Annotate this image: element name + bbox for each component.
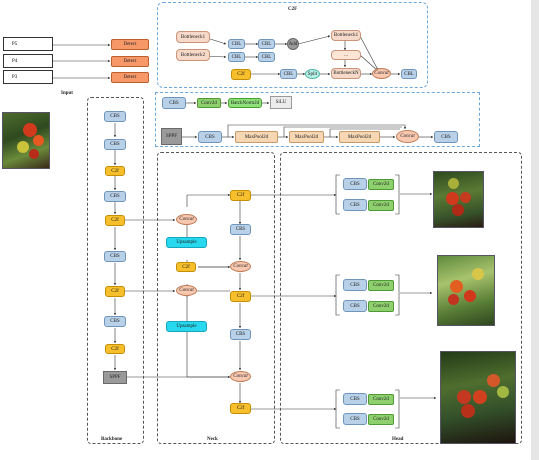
c2f-cbl-3: CBL bbox=[228, 52, 245, 62]
legend-maxpool-2: MaxPool2d bbox=[289, 131, 324, 143]
neck-c2f-left: C2f bbox=[176, 262, 196, 272]
legend-maxpool-1: MaxPool2d bbox=[235, 131, 278, 143]
detect-p4: Detect bbox=[111, 56, 149, 67]
backbone-c2f-4: C2f bbox=[105, 344, 125, 354]
c2f-split: Split bbox=[305, 69, 320, 79]
backbone-c2f-2: C2f bbox=[105, 215, 125, 226]
legend-sppf: SPPF bbox=[161, 128, 182, 145]
backbone-cbs-5: CBS bbox=[104, 316, 126, 327]
tomato-photo-output-3 bbox=[440, 351, 516, 444]
neck-cbs-1: CBS bbox=[230, 224, 251, 235]
legend-cbs: CBS bbox=[162, 97, 186, 109]
backbone-cbs-4: CBS bbox=[104, 251, 126, 262]
backbone-c2f-1: C2f bbox=[105, 166, 125, 176]
neck-concat-4: Concat bbox=[230, 371, 251, 382]
detect-p5: Detect bbox=[111, 39, 149, 50]
head3-conv-a: Conv2d bbox=[368, 394, 394, 405]
head1-conv-b: Conv2d bbox=[368, 200, 394, 211]
neck-c2f-2: C2f bbox=[230, 291, 251, 302]
c2f-cbl-1: CBL bbox=[228, 39, 245, 49]
legend-sppf-concat: Concat bbox=[396, 130, 419, 143]
neck-upsample-1: Upsample bbox=[166, 237, 207, 248]
backbone-c2f-3: C2f bbox=[105, 286, 125, 297]
c2f-add-node: Add bbox=[287, 38, 299, 50]
head3-cbs-a: CBS bbox=[343, 393, 367, 405]
head2-cbs-b: CBS bbox=[343, 300, 367, 312]
neck-label: Neck bbox=[207, 437, 218, 442]
neck-concat-3: Concat bbox=[230, 261, 251, 272]
head3-cbs-b: CBS bbox=[343, 413, 367, 425]
input-p3: P3 bbox=[3, 70, 53, 84]
backbone-cbs-2: CBS bbox=[104, 139, 126, 150]
neck-upsample-2: Upsample bbox=[166, 321, 207, 332]
c2f-cbl-2: CBL bbox=[258, 39, 275, 49]
backbone-label: Backbone bbox=[101, 437, 123, 442]
input-p4: P4 bbox=[3, 54, 53, 68]
input-p5: P5 bbox=[3, 37, 53, 51]
neck-c2f-1: C2f bbox=[230, 190, 251, 201]
tomato-photo-output-2 bbox=[437, 255, 495, 326]
head2-cbs-a: CBS bbox=[343, 279, 367, 291]
legend-maxpool-3: MaxPool2d bbox=[339, 131, 380, 143]
c2f-cbl-4: CBL bbox=[258, 52, 275, 62]
c2f-ellipsis: ... bbox=[331, 50, 361, 60]
head2-conv-a: Conv2d bbox=[368, 280, 394, 291]
head1-conv-a: Conv2d bbox=[368, 179, 394, 190]
head2-conv-b: Conv2d bbox=[368, 301, 394, 312]
neck-c2f-3: C2f bbox=[230, 403, 251, 414]
head3-conv-b: Conv2d bbox=[368, 414, 394, 425]
cbs-sppf-frame bbox=[155, 92, 480, 147]
neck-cbs-2: CBS bbox=[230, 329, 251, 340]
tomato-photo-input bbox=[2, 112, 50, 169]
head-frame bbox=[280, 152, 522, 444]
head1-cbs-b: CBS bbox=[343, 199, 367, 211]
c2f-module-frame bbox=[157, 2, 428, 88]
c2f-cbl-out: CBL bbox=[401, 69, 417, 79]
c2f-title: C2F bbox=[288, 7, 298, 12]
neck-concat-1: Concat bbox=[176, 214, 197, 225]
legend-batchnorm: BatchNorm2d bbox=[228, 98, 262, 108]
c2f-bottleneck2: Bottleneck2 bbox=[176, 49, 210, 61]
c2f-cbl-in: CBL bbox=[280, 69, 297, 79]
input-label: Input bbox=[61, 91, 73, 96]
backbone-cbs-3: CBS bbox=[104, 191, 126, 202]
c2f-bottleneckn: BottleneckN bbox=[331, 68, 361, 79]
c2f-concat: Concat bbox=[372, 68, 391, 79]
c2f-bottleneck1: Bottleneck1 bbox=[176, 31, 210, 43]
c2f-bottleneck1-right: Bottleneck1 bbox=[331, 30, 361, 41]
backbone-sppf: SPPF bbox=[103, 371, 127, 384]
neck-concat-2: Concat bbox=[176, 285, 197, 296]
head-label: Head bbox=[392, 437, 404, 442]
c2f-module-input: C2f bbox=[231, 69, 251, 80]
detect-p3: Detect bbox=[111, 72, 149, 83]
tomato-photo-output-1 bbox=[433, 171, 484, 228]
backbone-cbs-1: CBS bbox=[104, 111, 126, 122]
head1-cbs-a: CBS bbox=[343, 178, 367, 190]
legend-sppf-cbs-in: CBS bbox=[198, 131, 222, 143]
legend-sppf-cbs-out: CBS bbox=[434, 131, 458, 143]
backbone-frame bbox=[87, 97, 144, 444]
legend-conv2d: Conv2d bbox=[197, 98, 221, 108]
legend-silu: SiLU bbox=[270, 96, 292, 109]
neck-frame bbox=[157, 152, 275, 444]
